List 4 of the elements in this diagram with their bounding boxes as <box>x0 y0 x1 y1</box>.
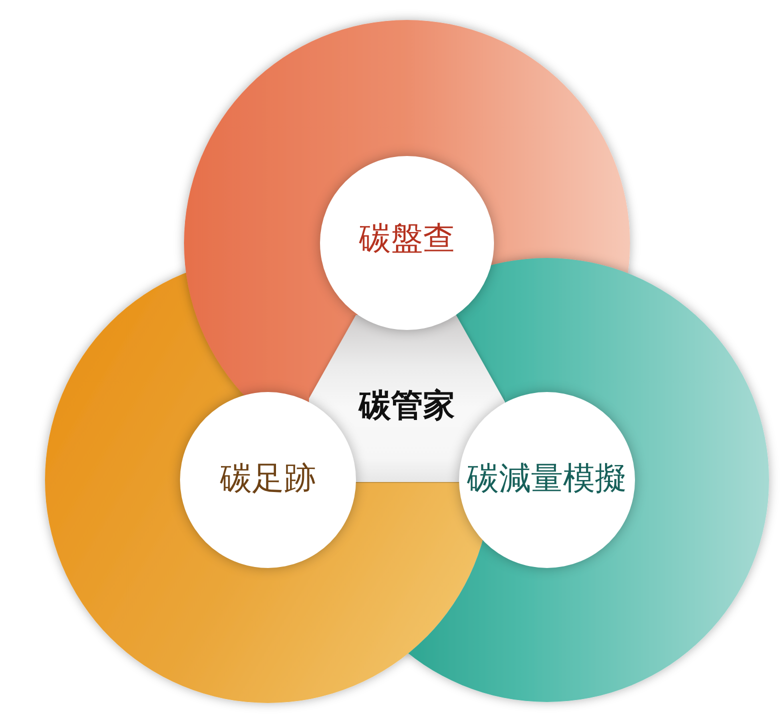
topic-label: 碳盤查 <box>359 218 455 258</box>
topic-label: 碳足跡 <box>220 458 316 498</box>
topic-label: 碳減量模擬 <box>467 458 627 498</box>
center-label: 碳管家 <box>359 386 455 424</box>
